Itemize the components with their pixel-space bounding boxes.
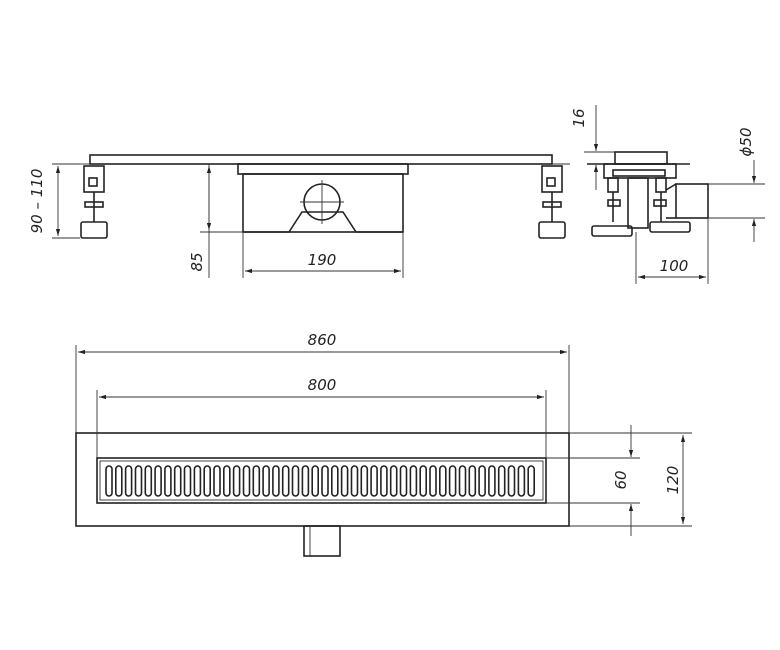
plan-outlet-pipe xyxy=(303,525,341,557)
dim-label-height-range: 90 – 110 xyxy=(28,169,46,234)
dim-label-side-depth: 100 xyxy=(660,257,689,275)
dim-outlet-diameter: ϕ50 xyxy=(708,128,765,242)
dim-side-depth: 100 xyxy=(635,218,709,284)
grate-slot xyxy=(458,465,467,497)
grate-slot xyxy=(291,465,300,497)
side-view: 16 ϕ50 100 xyxy=(570,105,765,284)
front-view: 90 – 110 85 190 xyxy=(28,154,570,278)
dim-label-outlet-diameter: ϕ50 xyxy=(737,128,755,157)
grate-slot xyxy=(330,465,339,497)
grate-slot xyxy=(203,465,211,497)
grate-slot xyxy=(164,465,172,497)
grate-slot xyxy=(527,465,536,497)
grate-slot xyxy=(429,465,437,497)
grate-slot xyxy=(468,465,477,497)
grate-slot xyxy=(173,465,182,497)
side-outlet-pipe xyxy=(675,183,709,219)
grate-slot xyxy=(262,465,270,497)
grate-slot xyxy=(183,465,192,497)
trap-body xyxy=(237,163,409,233)
grate-slot xyxy=(252,465,261,497)
grate-slot xyxy=(232,465,241,497)
dim-channel-width: 120 xyxy=(569,432,692,527)
dim-body-width: 190 xyxy=(242,232,404,278)
channel-flange xyxy=(89,154,553,165)
dim-label-channel-width: 120 xyxy=(664,466,682,495)
dim-flange-thickness: 16 xyxy=(570,105,615,190)
dim-grate-width: 60 xyxy=(546,425,640,536)
grate-slot xyxy=(134,465,143,497)
dim-label-body-width: 190 xyxy=(308,251,337,269)
grate-slot xyxy=(517,465,526,497)
dim-height-range: 90 – 110 xyxy=(28,163,80,239)
dim-label-overall-length: 860 xyxy=(308,331,337,349)
grate-slot xyxy=(242,465,251,497)
grate-slots xyxy=(105,465,536,497)
grate-slot xyxy=(389,465,398,497)
dim-grate-length: 800 xyxy=(96,376,547,458)
grate-slot xyxy=(507,465,516,497)
grate-slot xyxy=(497,465,506,497)
plan-view: 860 800 60 120 xyxy=(75,331,692,557)
grate-slot xyxy=(105,465,113,497)
grate-slot xyxy=(438,465,447,497)
grate-slot xyxy=(350,465,359,497)
left-adjustable-foot xyxy=(80,165,108,239)
dim-overall-length: 860 xyxy=(75,331,570,433)
grate-frame xyxy=(96,457,547,504)
grate-slot xyxy=(380,465,388,497)
grate-slot xyxy=(448,465,457,497)
grate-slot xyxy=(409,465,418,497)
grate-slot xyxy=(223,465,231,497)
right-adjustable-foot xyxy=(538,165,566,239)
grate-slot xyxy=(301,465,310,497)
grate-slot xyxy=(370,465,378,497)
grate-slot xyxy=(115,465,123,497)
dim-trap-height: 85 xyxy=(188,164,243,278)
dim-label-flange-thickness: 16 xyxy=(570,108,588,127)
grate-slot xyxy=(272,465,280,497)
dim-label-trap-height: 85 xyxy=(188,252,206,271)
grate-slot xyxy=(478,465,486,497)
grate-slot xyxy=(213,465,221,497)
dim-label-grate-length: 800 xyxy=(308,376,337,394)
grate-slot xyxy=(488,465,496,497)
dim-label-grate-width: 60 xyxy=(612,470,630,489)
grate-slot xyxy=(144,465,153,497)
grate-slot xyxy=(124,465,133,497)
grate-slot xyxy=(281,465,290,497)
grate-slot xyxy=(321,465,329,497)
grate-slot xyxy=(193,465,202,497)
grate-slot xyxy=(360,465,369,497)
grate-slot xyxy=(154,465,162,497)
grate-slot xyxy=(399,465,408,497)
grate-slot xyxy=(311,465,320,497)
grate-slot xyxy=(340,465,349,497)
grate-slot xyxy=(419,465,428,497)
